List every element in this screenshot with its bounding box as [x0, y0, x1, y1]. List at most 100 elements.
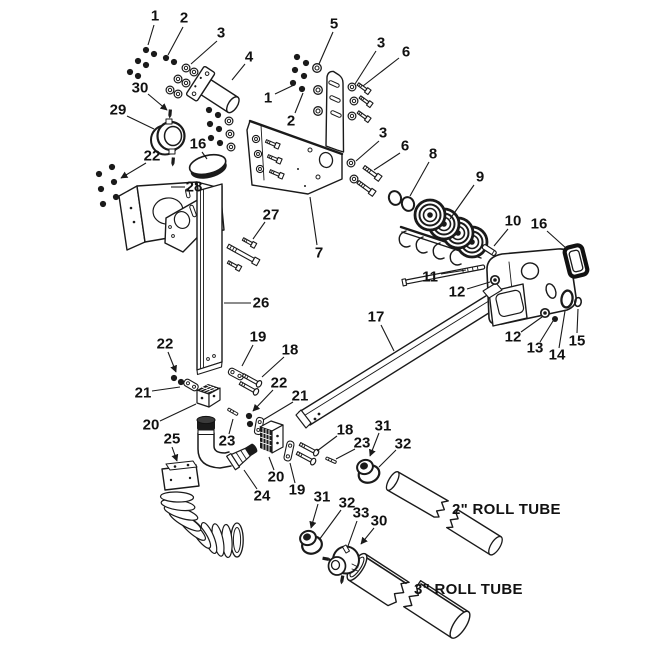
leader-line-8 — [409, 161, 430, 197]
leader-line-27 — [252, 221, 266, 240]
callout-6: 6 — [401, 138, 409, 155]
callout-2: 2 — [287, 113, 295, 130]
leader-line-5 — [318, 31, 334, 65]
label-2in-roll-tube: 2" ROLL TUBE — [452, 501, 561, 518]
callout-32: 32 — [395, 436, 412, 453]
callout-31: 31 — [314, 489, 331, 506]
callout-30: 30 — [132, 80, 149, 97]
part-17-clevis-head — [486, 248, 577, 327]
part-19-link-right — [283, 440, 295, 462]
leader-line-13 — [539, 320, 554, 343]
part-7-mount-bracket — [246, 70, 345, 195]
leader-line-17 — [380, 324, 395, 352]
part-21-plate-left — [183, 378, 199, 392]
callout-13: 13 — [527, 340, 544, 357]
leader-line-4 — [231, 63, 246, 81]
callout-23: 23 — [354, 435, 371, 452]
label-3in-roll-tube: 3" ROLL TUBE — [414, 581, 523, 598]
callout-14: 14 — [549, 347, 566, 364]
leader-line-20 — [268, 456, 275, 471]
leader-line-19 — [241, 344, 254, 367]
leader-line-24 — [243, 469, 258, 490]
part-10-clevis-pin — [481, 244, 497, 257]
leader-line-3 — [354, 50, 377, 85]
part-4-pivot-tube — [185, 65, 240, 114]
leader-line-18 — [316, 435, 338, 452]
part-8-seal-rings — [387, 190, 416, 212]
leader-line-11 — [440, 269, 467, 275]
callout-12: 12 — [505, 329, 522, 346]
callout-15: 15 — [569, 333, 586, 350]
part-23-pin-left — [226, 407, 239, 417]
callout-5: 5 — [330, 16, 338, 33]
leader-line-12 — [520, 316, 543, 333]
part-13-acorn-nut — [552, 316, 558, 322]
leader-line-29 — [126, 115, 155, 130]
part-19-link-left — [227, 367, 245, 381]
leader-line-6 — [373, 152, 401, 171]
leader-line-3 — [190, 40, 218, 65]
leader-line-16 — [546, 230, 568, 250]
part-22-nut-pair-right — [245, 412, 254, 428]
leader-line-1 — [274, 84, 295, 95]
part-22-nut-pair-left — [170, 374, 185, 386]
leader-line-32 — [378, 449, 397, 468]
callout-18: 18 — [282, 342, 299, 359]
leader-line-15 — [576, 308, 579, 334]
leader-line-22 — [252, 389, 274, 412]
part-31-32-bushing-upper — [356, 458, 381, 484]
leader-line-1 — [147, 24, 155, 46]
callout-7: 7 — [315, 245, 323, 262]
callout-24: 24 — [254, 488, 271, 505]
part-24-elbow-tube — [196, 415, 258, 471]
leader-line-23 — [228, 418, 234, 435]
callout-6: 6 — [402, 44, 410, 61]
leader-line-2 — [167, 26, 184, 56]
part-26-upright-post — [164, 183, 223, 376]
callout-3: 3 — [377, 35, 385, 52]
leader-line-9 — [449, 184, 475, 220]
leader-line-31 — [369, 432, 380, 457]
leader-line-21 — [151, 386, 181, 392]
part-30-screw-upper — [168, 109, 172, 119]
part-17-arm — [295, 293, 501, 429]
leader-line-25 — [171, 446, 179, 462]
leader-line-31 — [309, 503, 319, 529]
part-22-nuts-left — [95, 163, 120, 208]
leader-line-18 — [261, 356, 285, 378]
part-25-bellows-elbow — [159, 460, 244, 559]
callout-4: 4 — [245, 49, 254, 66]
callout-3: 3 — [379, 125, 387, 142]
leader-line-19 — [289, 462, 296, 484]
leader-line-22 — [167, 351, 177, 373]
callout-19: 19 — [289, 482, 306, 499]
callout-10: 10 — [505, 213, 522, 230]
fastener-band-below-tube — [205, 106, 236, 152]
part-31-32-bushing-lower — [299, 529, 323, 555]
callout-25: 25 — [164, 431, 181, 448]
part-9-roller-assembly — [398, 198, 489, 266]
callout-9: 9 — [476, 169, 484, 186]
part-30-screw-lower — [171, 157, 175, 167]
fastener-cluster-center-top — [289, 53, 323, 116]
callout-20: 20 — [268, 469, 285, 486]
leader-line-7 — [309, 196, 318, 246]
callout-21: 21 — [135, 385, 152, 402]
leader-line-20 — [159, 403, 197, 422]
leader-line-30 — [360, 527, 375, 545]
callout-12: 12 — [449, 284, 466, 301]
leader-line-3 — [355, 140, 380, 162]
callout-16: 16 — [190, 136, 207, 153]
leader-line-22 — [120, 162, 147, 179]
roll-tube-2in — [385, 471, 503, 556]
part-18-bolts-right — [294, 440, 321, 467]
callout-2: 2 — [180, 10, 188, 27]
part-33-shaft-collar — [322, 544, 360, 585]
leader-line-6 — [362, 57, 400, 87]
callout-17: 17 — [368, 309, 385, 326]
callout-29: 29 — [110, 102, 127, 119]
callout-11: 11 — [422, 269, 438, 286]
fastener-cluster-right-of-bracket — [346, 81, 383, 197]
